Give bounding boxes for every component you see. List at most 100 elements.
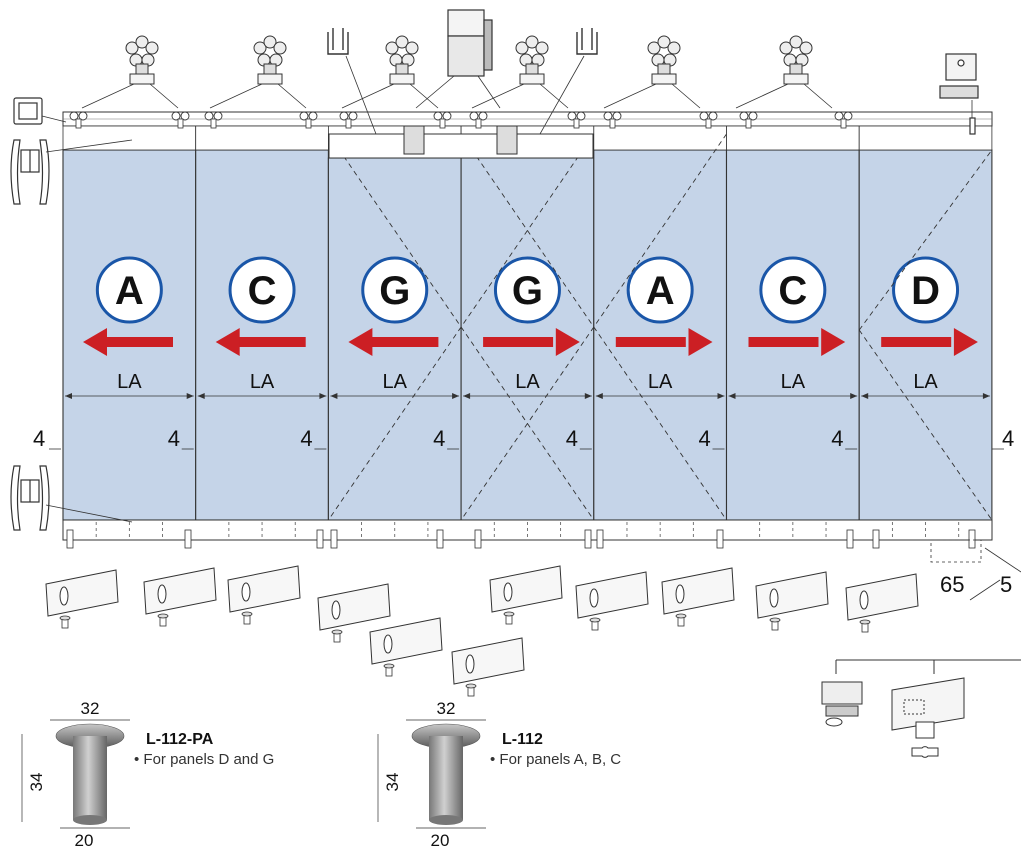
patch-fitting-icon xyxy=(661,567,735,627)
corner-offset-label: 5 xyxy=(1000,572,1012,597)
patch-fitting-icon xyxy=(845,573,919,633)
panel: C LA xyxy=(195,125,329,521)
clamp-profile-bottom-icon xyxy=(10,465,133,531)
roller-trolley-icon xyxy=(341,35,439,109)
floor-pin-icon xyxy=(411,723,481,825)
panel-letter: A xyxy=(115,269,144,313)
rail-profile-icon xyxy=(13,97,67,125)
panel-badge xyxy=(759,256,827,324)
panel-width-label: LA xyxy=(913,371,938,393)
end-stop-icon xyxy=(939,53,979,135)
panel-letter: G xyxy=(512,269,543,313)
patch-fitting-icon xyxy=(317,583,391,643)
rail-roller-icon xyxy=(469,111,488,129)
panel-letter: D xyxy=(911,269,940,313)
panel-letter: C xyxy=(248,269,277,313)
roller-trolleys xyxy=(81,35,833,109)
panel: A LA xyxy=(593,125,728,521)
panel: D LA xyxy=(858,125,993,521)
panel-width-label: LA xyxy=(250,371,275,393)
rail-roller-icon xyxy=(339,111,358,129)
pin-top-dim: 32 xyxy=(81,699,100,718)
pin-code: L-112 xyxy=(502,731,543,748)
clamp-profile-top-icon xyxy=(10,139,133,205)
panel: G LA xyxy=(460,125,595,521)
gap-label: 4 xyxy=(433,426,445,451)
pin-code: L-112-PA xyxy=(146,731,214,748)
panel-letter: A xyxy=(646,269,675,313)
corner-depth-label: 65 xyxy=(940,572,964,597)
bottom-patch-fittings xyxy=(45,529,976,697)
panel-badge xyxy=(228,256,296,324)
gap-label: 4 xyxy=(566,426,578,451)
floor-pin-icon xyxy=(55,723,125,825)
roller-trolley-icon xyxy=(471,35,569,109)
gap-label: 4 xyxy=(1002,426,1014,451)
rail-roller-icon xyxy=(299,111,318,129)
rail-roller-icon xyxy=(204,111,223,129)
panel-width-label: LA xyxy=(383,371,408,393)
roller-trolley-icon xyxy=(603,35,701,109)
panel-width-label: LA xyxy=(117,371,142,393)
arrow-right-icon xyxy=(881,328,978,356)
lock-box-icon xyxy=(415,9,501,109)
panel-width-label: LA xyxy=(648,371,673,393)
gap-label: 4 xyxy=(33,426,45,451)
patch-fitting-icon xyxy=(451,637,525,697)
panel-badge xyxy=(626,256,694,324)
patch-fitting-icon xyxy=(143,567,217,627)
patch-fitting-icon xyxy=(755,571,829,631)
roller-trolley-icon xyxy=(81,35,179,109)
accessory-kit xyxy=(821,659,1021,758)
panel-letter: C xyxy=(778,269,807,313)
rail-roller-icon xyxy=(171,111,190,129)
gap-label: 4 xyxy=(831,426,843,451)
panel: A LA xyxy=(62,125,197,521)
rail-roller-icon xyxy=(603,111,622,129)
arrow-right-icon xyxy=(615,328,713,356)
rail-roller-icon xyxy=(433,111,452,129)
bottom-rail xyxy=(62,519,993,541)
rail-roller-icon xyxy=(834,111,853,129)
arrow-left-icon xyxy=(215,328,306,356)
panel-badge xyxy=(493,256,561,324)
panel-badge xyxy=(361,256,429,324)
gap-label: 4 xyxy=(300,426,312,451)
pin-bottom-dim: 20 xyxy=(431,831,450,850)
top-rail xyxy=(62,111,993,127)
pin-height-dim: 34 xyxy=(27,773,46,792)
panel-badge xyxy=(95,256,163,324)
corner-dimension: 65 5 xyxy=(930,539,1021,601)
panel: G LA xyxy=(327,125,462,521)
top-transom xyxy=(328,125,594,159)
arrow-left-icon xyxy=(83,328,173,356)
arrow-right-icon xyxy=(748,328,846,356)
panel-badge xyxy=(892,256,960,324)
pin-top-dim: 32 xyxy=(437,699,456,718)
gap-label: 4 xyxy=(168,426,180,451)
patch-fitting-icon xyxy=(489,565,563,625)
panel: CLA xyxy=(725,125,860,521)
pin-height-dim: 34 xyxy=(383,773,402,792)
bracket-icon xyxy=(539,28,598,135)
bracket-icon xyxy=(327,28,377,135)
rail-roller-icon xyxy=(739,111,758,129)
patch-fitting-icon xyxy=(575,571,649,631)
roller-trolley-icon xyxy=(735,35,833,109)
panel-letter: G xyxy=(379,269,410,313)
arrow-left-icon xyxy=(348,328,439,356)
rail-roller-icon xyxy=(567,111,586,129)
arrow-right-icon xyxy=(483,328,580,356)
top-rail-fittings xyxy=(69,111,853,129)
patch-fitting-icon xyxy=(227,565,301,625)
panel-width-label: LA xyxy=(515,371,540,393)
roller-trolley-icon xyxy=(209,35,307,109)
patch-fitting-icon xyxy=(369,617,443,677)
patch-fitting-icon xyxy=(45,569,119,629)
pin-bottom-dim: 20 xyxy=(75,831,94,850)
